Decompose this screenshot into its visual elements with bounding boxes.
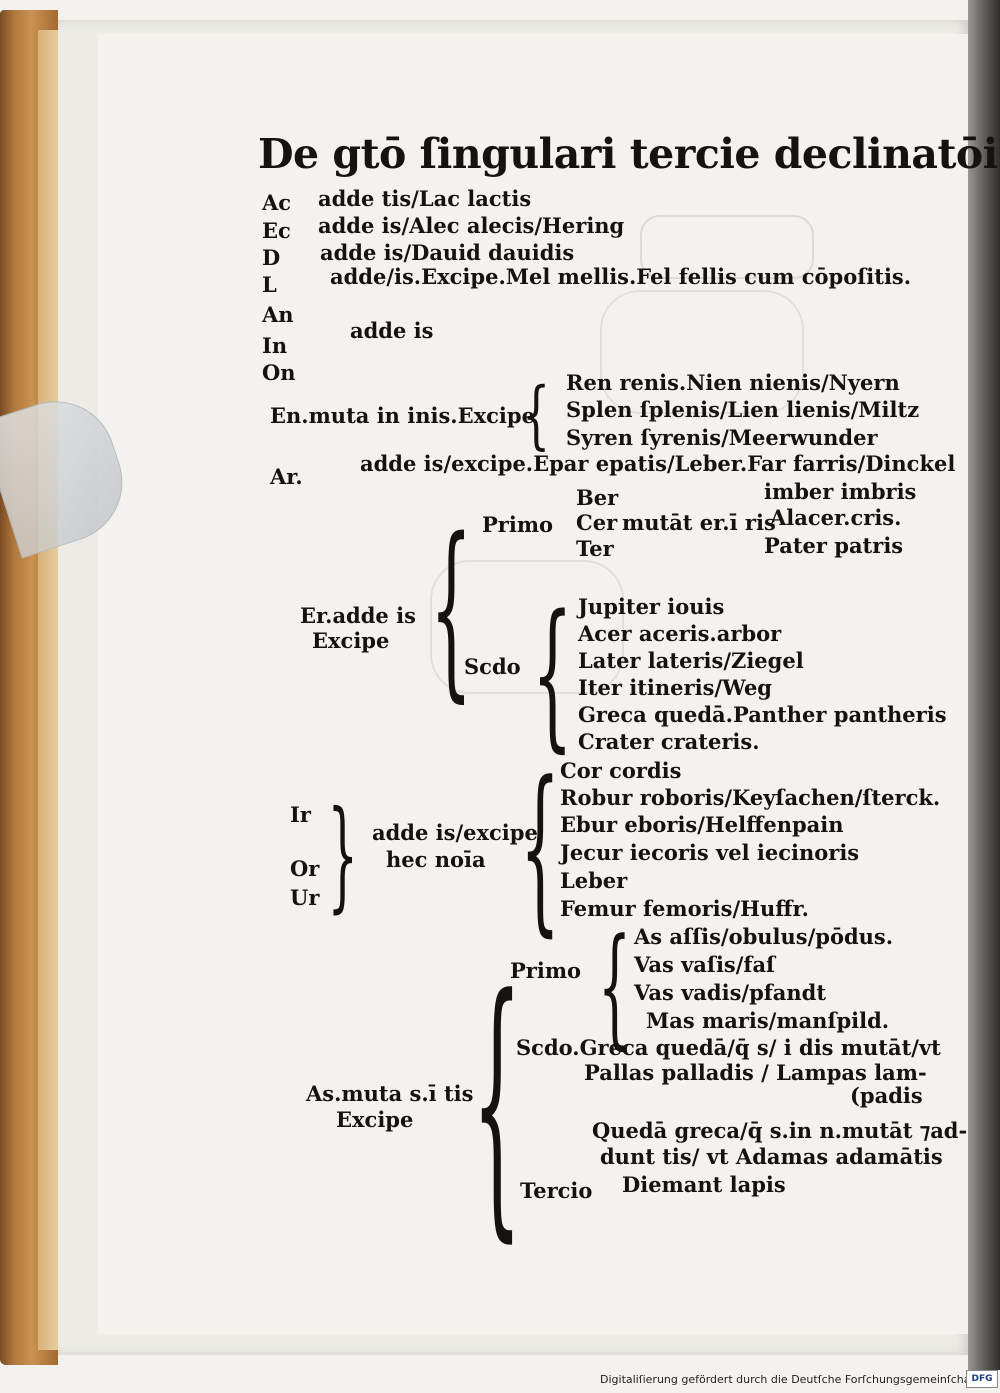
ir-heading: hec noīa (386, 847, 486, 872)
show-through-mark (430, 560, 624, 694)
er-secundo-item: Jupiter iouis (578, 594, 725, 619)
digitization-credit: Digitaliſierung gefördert durch die Deut… (600, 1373, 979, 1386)
page-surface (98, 34, 968, 1334)
er-heading: Er.adde is (300, 603, 416, 628)
as-tercio-last: Diemant lapis (622, 1172, 786, 1197)
dfg-logo: DFG (966, 1370, 998, 1388)
ir-item: Leber (560, 868, 628, 893)
as-tercio-line: Quedā greca/q̄ s.in n.mutāt ⁊ad- (592, 1118, 968, 1143)
ir-item: Cor cordis (560, 758, 682, 783)
brace: { (430, 498, 473, 719)
er-primo-right: Pater patris (764, 533, 904, 558)
as-primo-label: Primo (510, 958, 582, 983)
er-primo-item: Ter (576, 536, 614, 561)
er-primo-note: mutāt er.ī ris (622, 510, 776, 535)
ending-tag: Ac (262, 190, 292, 215)
ending-text: adde/is.Excipe.Mel mellis.Fel fellis cum… (330, 264, 912, 289)
ending-tag: D (262, 245, 281, 270)
en-item: Ren renis.Nien nienis/Nyern (566, 370, 900, 395)
ir-tag: Ir (290, 802, 311, 827)
book-page (58, 20, 970, 1355)
ir-item: Femur femoris/Huffr. (560, 896, 809, 921)
ir-tag: Ur (290, 885, 320, 910)
as-secundo-line: Scdo.Greca quedā/q̄ s/ i dis mutāt/vt (516, 1035, 941, 1060)
er-secundo-item: Iter itineris/Weg (578, 675, 772, 700)
en-item: Syren ſyrenis/Meerwunder (566, 425, 878, 450)
ending-tag: In (262, 333, 288, 358)
er-heading: Excipe (312, 628, 390, 653)
ending-tag: An (262, 302, 294, 327)
as-secundo-line: (padis (850, 1083, 923, 1108)
brace: { (598, 910, 632, 1062)
ir-item: Robur roboris/Keyſachen/ſterck. (560, 785, 941, 810)
show-through-mark (600, 290, 804, 414)
as-primo-item: Vas vaſis/faſ (634, 952, 776, 977)
en-item: Splen ſplenis/Lien lienis/Miltz (566, 397, 920, 422)
ir-item: Ebur eboris/Helffenpain (560, 812, 844, 837)
book-gutter (968, 0, 1000, 1370)
ir-heading: adde is/excipe (372, 820, 538, 845)
ending-tag: Ec (262, 218, 291, 243)
ar-heading: Ar. (270, 464, 303, 489)
er-secundo-item: Acer aceris.arbor (578, 621, 782, 646)
brace: { (522, 372, 551, 458)
page-title: De gtō ſingulari tercie declinatōis (258, 130, 1000, 178)
as-heading: Excipe (336, 1107, 414, 1132)
er-primo-right: imber imbris (764, 479, 917, 504)
ar-text: adde is/excipe.Epar epatis/Leber.Far far… (360, 451, 956, 476)
ending-text: adde is/Alec alecis/Hering (318, 213, 625, 238)
brace: { (532, 580, 573, 767)
as-tercio-label: Tercio (520, 1178, 593, 1203)
as-tercio-line: dunt tis/ vt Adamas adamātis (600, 1144, 943, 1169)
as-secundo-line: Pallas palladis / Lampas lam- (584, 1060, 927, 1085)
ir-tag: Or (290, 856, 320, 881)
as-primo-item: As aſſis/obulus/pōdus. (634, 924, 894, 949)
er-secundo-item: Crater crateris. (578, 729, 760, 754)
ending-text: adde is (350, 318, 434, 343)
er-secundo-item: Greca quedā.Panther pantheris (578, 702, 947, 727)
brace: { (520, 744, 561, 953)
ending-text: adde tis/Lac lactis (318, 186, 532, 211)
ending-tag: On (262, 360, 296, 385)
brace: { (472, 940, 522, 1266)
show-through-mark (640, 215, 814, 279)
er-secundo-item: Later lateris/Ziegel (578, 648, 804, 673)
er-primo-right: Alacer.cris. (770, 505, 902, 530)
ending-text: adde is/Dauid dauidis (320, 240, 575, 265)
en-heading: En.muta in inis.Excipe (270, 403, 535, 428)
as-primo-item: Vas vadis/pfandt (634, 980, 827, 1005)
ending-tag: L (262, 272, 277, 297)
brace: { (327, 786, 358, 925)
er-secundo-label: Scdo (464, 654, 521, 679)
er-primo-item: Cer (576, 510, 618, 535)
er-primo-label: Primo (482, 512, 554, 537)
page-edges (38, 30, 60, 1350)
er-primo-item: Ber (576, 485, 619, 510)
ir-item: Jecur iecoris vel iecinoris (560, 840, 860, 865)
as-heading: As.muta s.ī tis (306, 1081, 474, 1106)
as-primo-item: Mas maris/manſpild. (646, 1008, 890, 1033)
